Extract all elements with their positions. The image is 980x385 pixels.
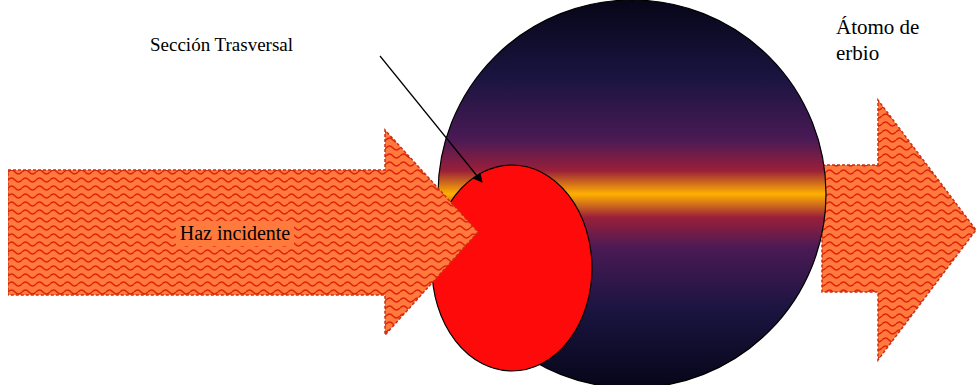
part-label: Sección Trasversal bbox=[150, 33, 390, 57]
outgoing-beam-arrow bbox=[822, 100, 976, 360]
arrow-shape bbox=[8, 130, 478, 335]
cross-section-ellipse bbox=[432, 165, 592, 371]
atom-label: Átomo de erbio bbox=[836, 14, 956, 67]
beam-label: Haz incidente bbox=[176, 221, 295, 246]
beam-arrow: Haz incidente bbox=[8, 128, 480, 338]
